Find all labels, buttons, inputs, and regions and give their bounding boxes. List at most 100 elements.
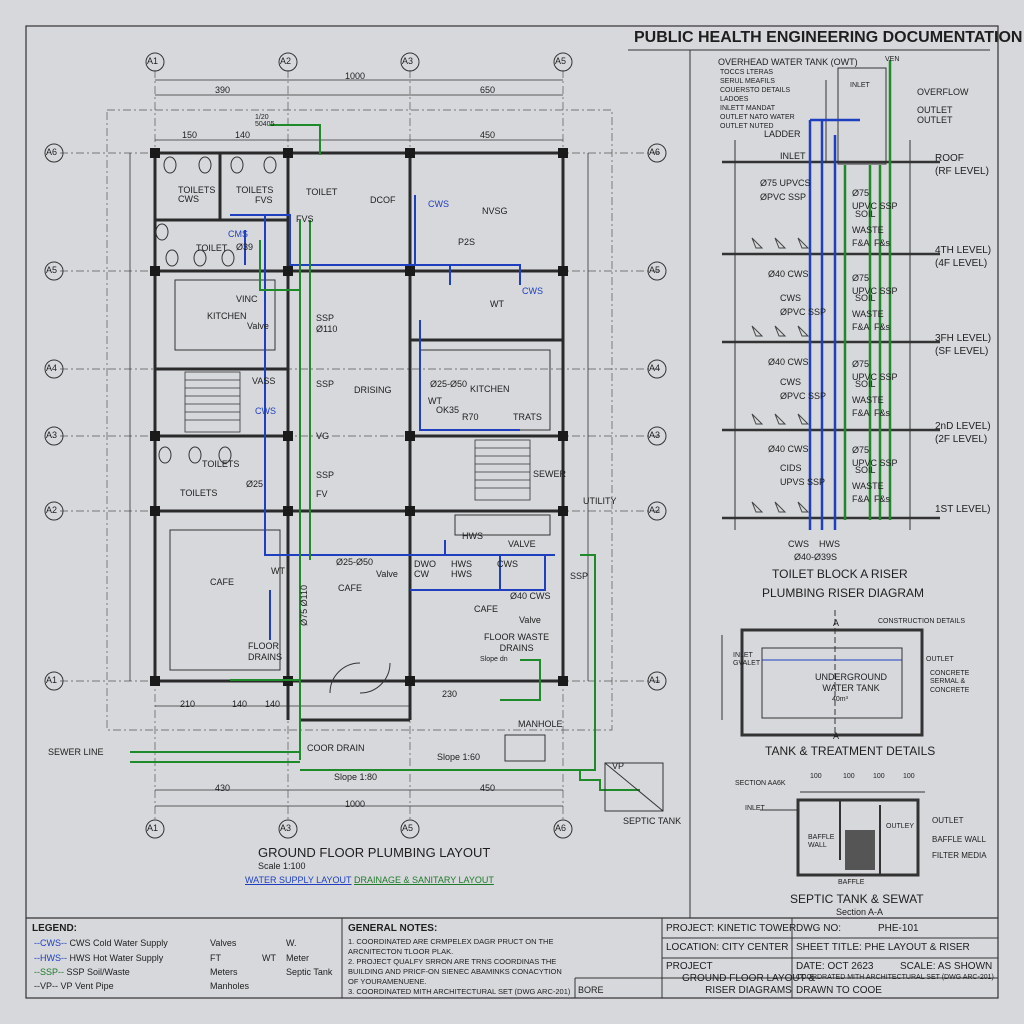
coord-note: COORDRATED MITH ARCHITECTURAL SET (DWG A… [796,974,994,981]
dimension: 150 [182,130,198,140]
grid-col-label: A3 [402,56,414,66]
grid-row-label: A3 [649,430,661,440]
septic-label: BAFFLE [838,879,865,886]
pipe-label: CWS [255,406,276,416]
room-label: TOILETS [202,459,240,469]
pipe-label: SSP [316,313,335,323]
pipe-label: SSP [316,470,335,480]
grid-col-label: A5 [402,823,414,833]
dimension: 140 [235,130,251,140]
septic-dim: 100 [843,773,855,780]
riser-title: TOILET BLOCK A RISER [772,567,908,581]
room-label: FVS [255,195,273,205]
sheet-date: DATE: OCT 2623 [796,961,874,972]
dimension: 210 [180,699,196,709]
grid-col-label: A1 [147,56,159,66]
sheet-title: PUBLIC HEALTH ENGINEERING DOCUMENTATION [634,29,1023,46]
room-label: TOILET [196,243,228,253]
septic-dim: 100 [873,773,885,780]
grid-col-label: A1 [147,823,159,833]
septic-label: OUTLEY [886,823,915,830]
notes-body: 1. COORDINATED ARE CRMPELEX DAGR PRUCT O… [348,937,571,996]
dimension: 140 [265,699,281,709]
slope-label: Slope 1:60 [437,752,481,762]
riser-pipe-label: SOIL [855,209,876,219]
drainage-tab: DRAINAGE & SANITARY LAYOUT [354,875,494,885]
pipe-label: R70 [462,412,479,422]
septic-label: INLET [745,805,765,812]
tank-label: CONCRETE SERMAL & CONCRETE [930,670,970,694]
drain-label: COOR DRAIN [307,743,365,753]
overflow-label: OVERFLOW [917,87,969,97]
legend-item: Valves [210,938,237,948]
riser-pipe-label: Ø75 UPVC SSP [852,188,898,211]
slope-label: Slope 1:80 [334,772,378,782]
dimension: 450 [480,130,496,140]
riser-pipe-label: Ø40 CWS [768,357,809,367]
room-label: TOILETS CWS [178,185,216,204]
pipe-label: Ø40 CWS [510,591,551,601]
grid-row-label: A2 [46,505,58,515]
legend-item: W. [286,938,297,948]
riser-pipe-label: Ø75 UPVC SSP [852,273,898,296]
ladder-label: LADDER [764,129,801,139]
room-label: KITCHEN [470,384,510,394]
outlet-label: OUTLET OUTLET [917,105,953,125]
riser-bottom-label: CWS HWS [788,539,840,549]
room-label: TRATS [513,412,542,422]
room-label: DCOF [370,195,396,205]
pipe-label: FV [316,489,328,499]
pipe-label: WT [271,566,285,576]
pipe-label: Valve [376,569,398,579]
riser-pipe-label: Ø40 CWS [768,444,809,454]
legend-item: WT [262,953,276,963]
tank-label: UNDERGROUND WATER TANK [815,672,887,693]
tank-title: TANK & TREATMENT DETAILS [765,744,936,758]
room-label: TOILET [306,187,338,197]
tank-label: OUTLET [926,656,954,663]
tank-detail [721,610,924,737]
pipe-label: Valve [247,321,269,331]
drainage-pipes [130,124,640,791]
riser-pipe-label: Ø75 UPVC SSP [852,445,898,468]
riser-pipe-label: Ø40 CWS [768,269,809,279]
room-label: CAFE [210,577,235,587]
legend-item: Manholes [210,981,250,991]
inlet-label: INLET [780,151,806,161]
room-label: WT [490,299,504,309]
grid-col-label: A5 [555,56,567,66]
section-mark: A [833,731,840,741]
grid-col-label: A6 [555,823,567,833]
pipe-label: SSP [316,379,335,389]
riser-pipe-label: WASTE F&A F&s [852,225,891,248]
legend-item: --SSP-- SSP Soil/Waste [34,967,130,977]
legend-item: Meters [210,967,238,977]
manhole-label: MANHOLE [518,719,563,729]
tank-label: CONSTRUCTION DETAILS [878,618,965,625]
riser-bottom-label: Ø40-Ø39S [794,552,838,562]
pipe-label: CMS [228,229,248,239]
room-label: CAFE [338,583,363,593]
sheet-border [25,25,999,999]
pipe-label: WT [428,396,442,406]
dwg-no-label: DWG NO: [796,923,841,934]
tank-label: INLET GVALET [733,652,761,668]
stairs [184,371,531,501]
dimension: 140 [232,699,248,709]
pipe-label: HWS [462,531,483,541]
sheet-description: GROUND FLOOR LAYOUT & RISER DIAGRAMS [682,973,815,996]
room-label: SEWER [533,469,567,479]
pipe-label: Ø25 [246,479,264,489]
pipe-label: VG [316,431,330,441]
room-label: NVSG [482,206,508,216]
dim-note: 1/20 50405 [255,114,275,128]
septic-label: SEPTIC TANK [623,816,682,826]
tank-size: 40m³ [832,696,848,703]
room-label: UTILITY [583,496,617,506]
project-name: PROJECT: KINETIC TOWER [666,923,797,934]
grid-row-label: A5 [649,265,661,275]
room-label: VINC [236,294,258,304]
dimension: 650 [480,85,496,95]
